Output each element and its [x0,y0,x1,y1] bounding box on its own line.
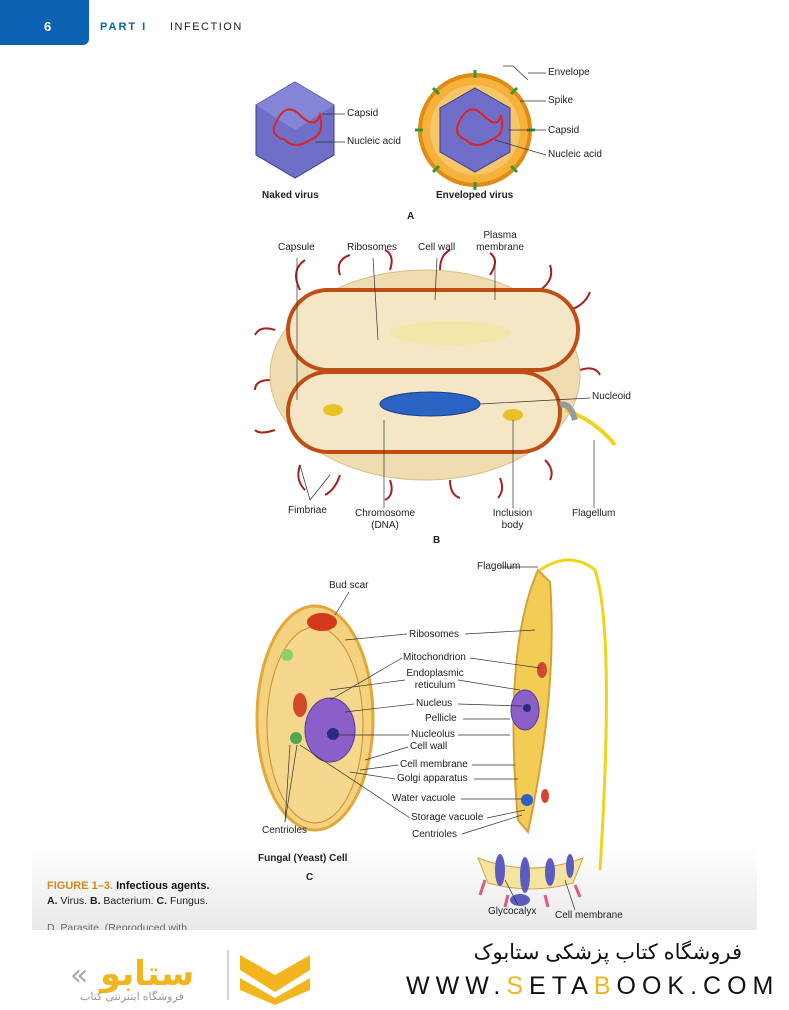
naked-virus-illustration [255,81,335,179]
label-naked-capsid: Capsid [347,108,379,119]
label-golgi-apparatus: Golgi apparatus [397,773,468,784]
figure-caption-body: A. Virus. B. Bacterium. C. Fungus. [47,895,208,907]
label-mitochondrion: Mitochondrion [403,652,466,663]
label-cell-wall: Cell wall [418,242,456,253]
label-fimbriae: Fimbriae [288,505,327,516]
page-number-tab [0,0,89,45]
logo-tagline: فروشگاه اینترنتی کتاب [80,991,184,1003]
label-capsule: Capsule [278,242,315,253]
label-nucleic-acid: Nucleic acid [548,149,602,160]
figure-caption-cutoff: D. Parasite. (Reproduced with [47,922,188,930]
label-fungal-cell: Fungal (Yeast) Cell [258,853,348,864]
label-envelope: Envelope [548,67,590,78]
parasite-illustration [477,558,608,908]
bacterium-illustration [254,249,617,501]
label-centrioles-right: Centrioles [412,829,458,840]
label-flagellum-b: Flagellum [572,508,616,519]
label-centrioles-left: Centrioles [262,825,308,836]
label-ribosomes: Ribosomes [347,242,398,253]
part-label: PART I [100,21,148,33]
svg-text:ستابو: ستابو [98,954,194,994]
svg-text:«: « [70,958,88,993]
label-cell-wall-c: Cell wall [410,741,448,752]
label-chromosome: Chromosome(DNA) [354,508,416,531]
page-number: 6 [44,19,52,34]
setabook-logo: « ستابو [70,950,310,1005]
label-ribosomes-c: Ribosomes [409,629,460,640]
label-flagellum-c: Flagellum [477,561,521,572]
label-enveloped-virus: Enveloped virus [436,190,514,201]
label-naked-virus: Naked virus [262,190,319,201]
panel-c-letter: C [306,872,314,883]
label-cell-membrane: Cell membrane [400,759,468,770]
label-nucleoid: Nucleoid [592,391,631,402]
label-glycocalyx: Glycocalyx [488,906,537,916]
label-water-vacuole: Water vacuole [392,793,456,804]
panel-b-letter: B [433,535,441,546]
label-naked-nucleic-acid: Nucleic acid [347,136,401,147]
label-storage-vacuole: Storage vacuole [411,812,484,823]
label-pellicle: Pellicle [425,713,457,724]
label-nucleolus: Nucleolus [411,729,455,740]
store-name: فروشگاه کتاب پزشکی ستابوک [473,941,742,964]
panel-a-letter: A [407,211,415,222]
fungal-cell-illustration [255,604,375,832]
label-nucleus: Nucleus [416,698,453,709]
label-spike: Spike [548,95,574,106]
figure-caption-title: FIGURE 1–3. Infectious agents. [47,880,210,892]
label-cell-membrane-2: Cell membrane [555,910,623,921]
section-label: INFECTION [170,21,243,33]
label-bud-scar: Bud scar [329,580,369,591]
caption-band [32,845,757,930]
store-url[interactable]: WWW.SETABOOK.COM [406,972,780,1000]
label-capsid: Capsid [548,125,580,136]
